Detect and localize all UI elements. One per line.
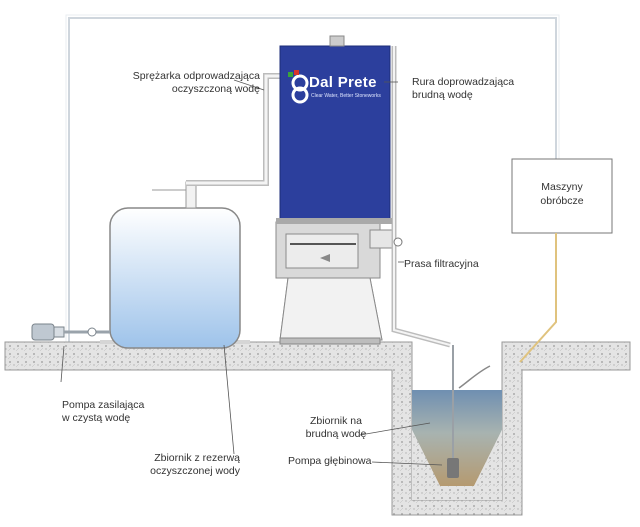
- dal-prete-logo-icon: [288, 70, 309, 104]
- label-compressor: Sprężarka odprowadzająca oczyszczoną wod…: [132, 70, 260, 95]
- label-dirty-pipe: Rura doprowadzająca brudną wodę: [412, 76, 515, 101]
- label-sump-pump: Pompa głębinowa: [288, 455, 372, 467]
- machines-box: [511, 158, 613, 234]
- filter-press: [275, 221, 393, 345]
- brand-logo: Dal Prete Clear Water, Better Stoneworks: [289, 74, 389, 114]
- brand-tagline: Clear Water, Better Stoneworks: [311, 93, 381, 99]
- label-machines: Maszyny obróbcze: [540, 181, 584, 207]
- label-reserve-tank: Zbiornik z rezerwą oczyszczonej wody: [150, 452, 240, 477]
- return-pipe: [68, 17, 557, 344]
- label-filter-press: Prasa filtracyjna: [404, 258, 479, 270]
- label-dirty-tank: Zbiornik na brudną wodę: [305, 415, 367, 440]
- sump-pump-body: [447, 458, 459, 478]
- brand-name: Dal Prete: [309, 74, 377, 91]
- feed-pump: [31, 323, 110, 341]
- reserve-tank: [109, 207, 241, 349]
- label-feed-pump: Pompa zasilająca w czystą wodę: [62, 399, 145, 424]
